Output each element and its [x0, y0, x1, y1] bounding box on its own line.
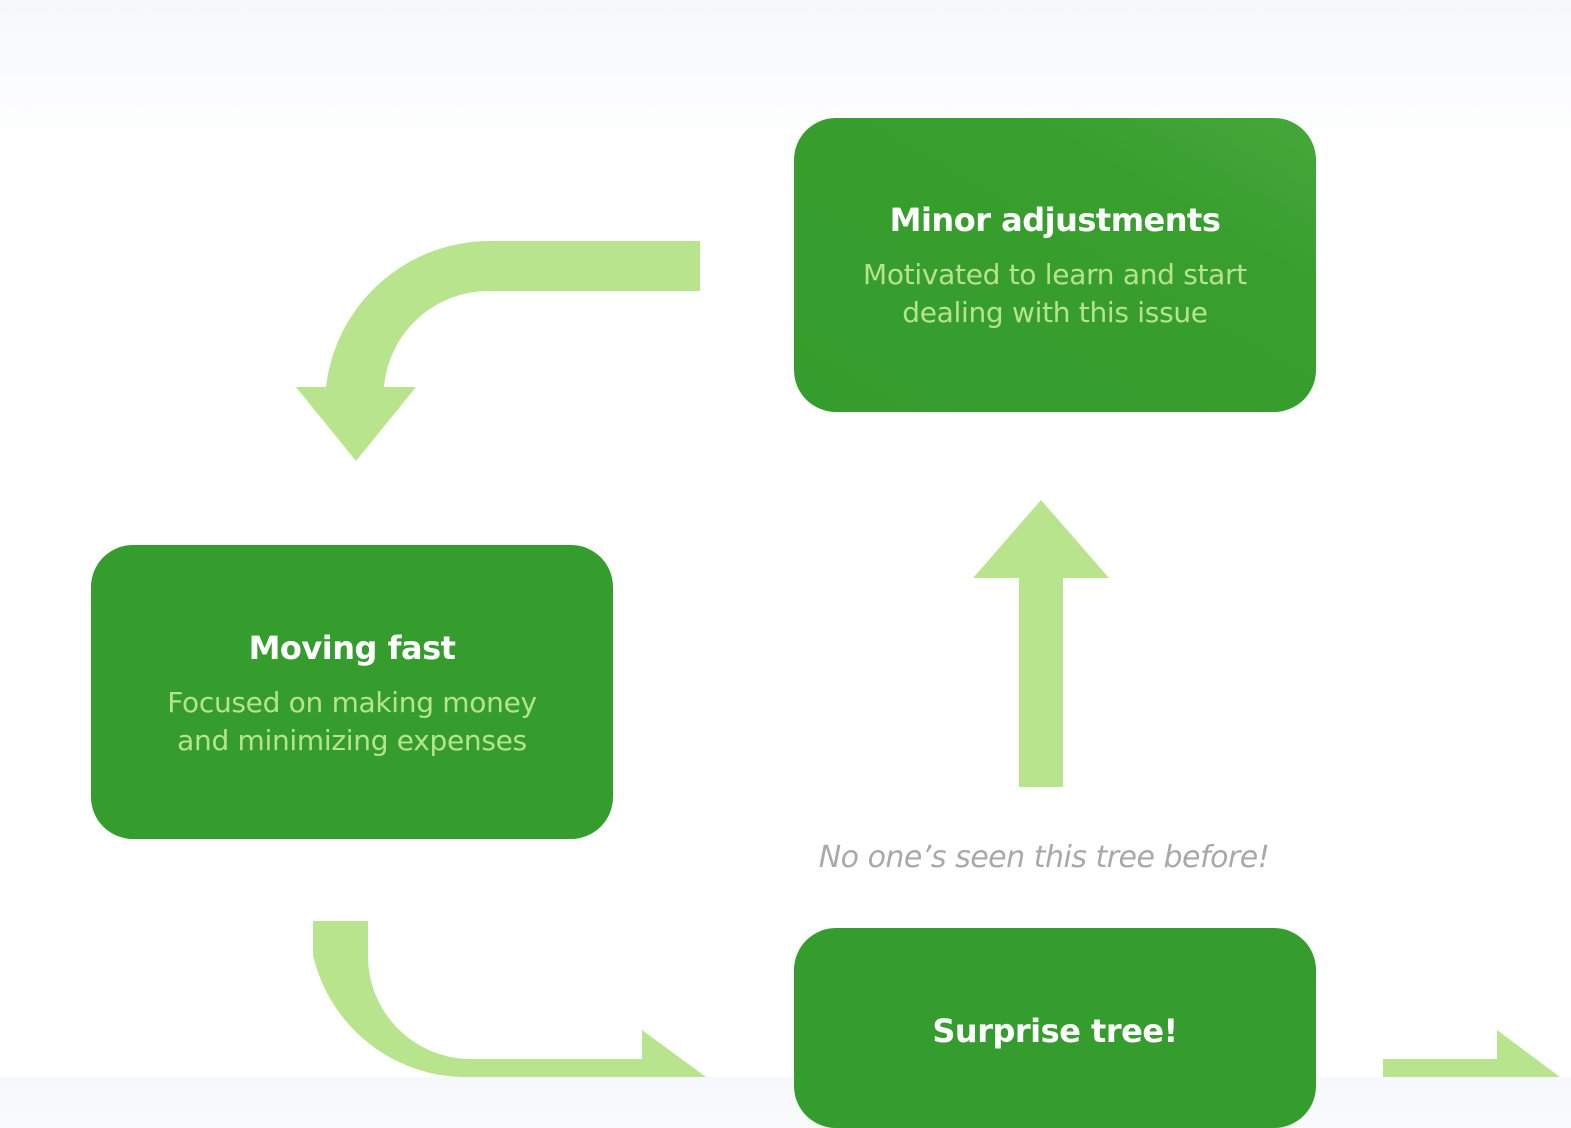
node-surprise-tree: Surprise tree! [794, 928, 1316, 1128]
up-arrow-tree-to-minor [973, 500, 1109, 787]
right-arrow-offscreen [1383, 1030, 1560, 1077]
node-description-line: dealing with this issue [902, 296, 1208, 329]
node-description-line: Focused on making money [167, 686, 537, 719]
node-description: Focused on making money and minimizing e… [121, 684, 583, 760]
node-title: Minor adjustments [889, 201, 1221, 239]
curved-arrow-moving-to-tree [313, 921, 706, 1077]
node-description-line: and minimizing expenses [177, 724, 527, 757]
node-description-line: Motivated to learn and start [863, 258, 1247, 291]
curved-arrow-minor-to-moving [296, 240, 700, 461]
tree-annotation: No one’s seen this tree before! [818, 840, 1270, 875]
diagram-canvas: Minor adjustments Motivated to learn and… [91, 118, 1560, 1128]
arrows-layer [296, 240, 1560, 1077]
node-minor-adjustments: Minor adjustments Motivated to learn and… [794, 118, 1316, 412]
node-description: Motivated to learn and start dealing wit… [824, 256, 1286, 332]
node-title: Surprise tree! [932, 1012, 1178, 1050]
node-moving-fast: Moving fast Focused on making money and … [91, 545, 613, 839]
node-title: Moving fast [248, 629, 456, 667]
